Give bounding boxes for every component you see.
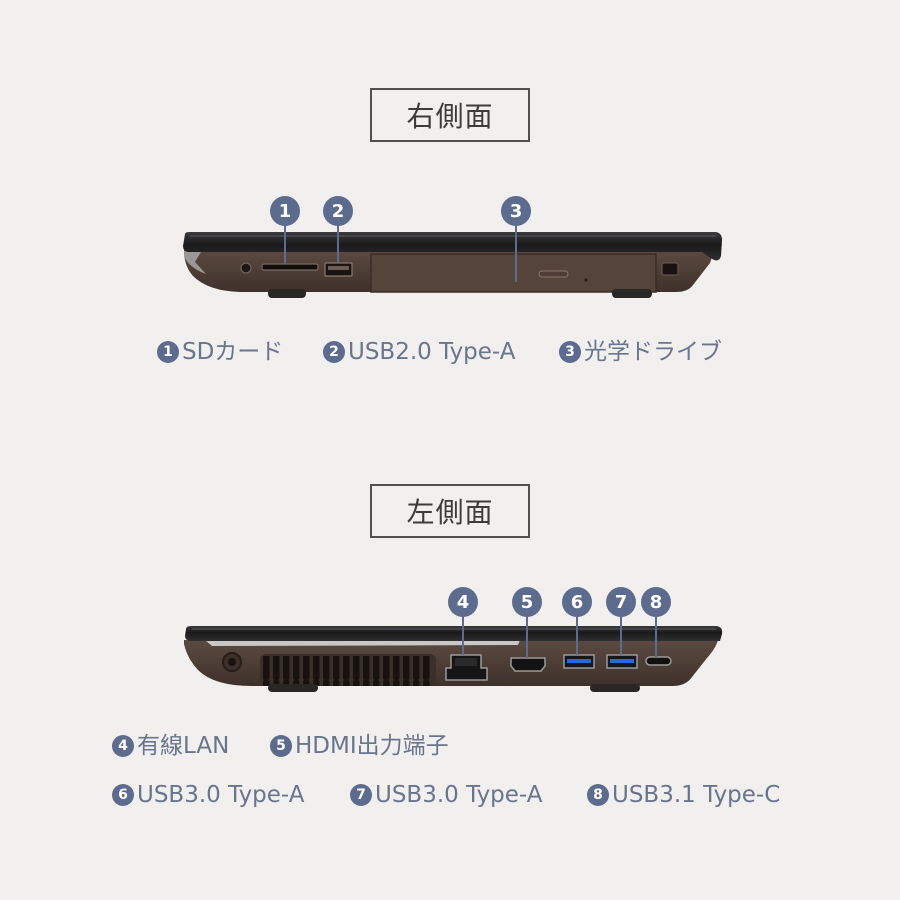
caption-badge: 3 <box>559 341 581 363</box>
laptop-right-side <box>183 224 722 298</box>
laptop-lid <box>183 232 722 261</box>
sd-card-slot <box>261 263 319 271</box>
headphone-jack <box>240 262 252 274</box>
hinge-strip <box>200 249 700 252</box>
eject-button <box>538 270 569 278</box>
callout-number-6: 6 <box>562 587 592 617</box>
caption-port-1: 1 SDカード <box>157 336 283 368</box>
caption-label: USB3.0 Type-A <box>375 782 543 808</box>
foot-right <box>612 289 652 298</box>
caption-badge: 1 <box>157 341 179 363</box>
caption-badge: 7 <box>350 784 372 806</box>
caption-port-3: 3 光学ドライブ <box>559 336 722 368</box>
caption-label: USB3.0 Type-A <box>137 782 305 808</box>
caption-badge: 5 <box>270 735 292 757</box>
usb-c-port <box>645 656 672 666</box>
caption-port-7: 7 USB3.0 Type-A <box>350 779 542 811</box>
foot-left <box>268 289 306 298</box>
caption-badge: 8 <box>587 784 609 806</box>
hinge-highlight <box>205 640 520 646</box>
lan-port <box>445 654 488 681</box>
callout-number-1: 1 <box>270 196 300 226</box>
caption-label: 有線LAN <box>137 733 230 759</box>
caption-label: HDMI出力端子 <box>295 733 449 759</box>
caption-label: USB2.0 Type-A <box>348 339 516 365</box>
laptop-left-side <box>184 615 723 692</box>
optical-drive <box>370 253 657 293</box>
callout-number-5: 5 <box>512 587 542 617</box>
callout-number-3: 3 <box>501 196 531 226</box>
left-side-title: 左側面 <box>370 484 530 538</box>
drive-led <box>584 278 588 282</box>
hdmi-port <box>510 657 546 672</box>
caption-port-6: 6 USB3.0 Type-A <box>112 779 304 811</box>
laptop-body <box>184 640 718 686</box>
callout-number-7: 7 <box>606 587 636 617</box>
usb3-port-b <box>606 654 638 669</box>
caption-badge: 6 <box>112 784 134 806</box>
callout-number-2: 2 <box>323 196 353 226</box>
air-vent <box>260 654 436 686</box>
caption-label: 光学ドライブ <box>584 339 722 365</box>
usb2-port <box>324 262 353 277</box>
caption-port-4: 4 有線LAN <box>112 730 229 762</box>
foot-left <box>268 684 318 692</box>
foot-right <box>590 684 640 692</box>
callout-number-8: 8 <box>641 587 671 617</box>
usb3-port-a <box>563 654 595 669</box>
right-side-title: 右側面 <box>370 88 530 142</box>
power-jack <box>222 652 242 672</box>
laptop-body <box>184 250 712 292</box>
security-lock-slot <box>661 262 679 276</box>
hinge-edge <box>184 251 206 274</box>
laptop-lid <box>185 626 723 641</box>
caption-port-5: 5 HDMI出力端子 <box>270 730 449 762</box>
caption-port-8: 8 USB3.1 Type-C <box>587 779 780 811</box>
caption-label: SDカード <box>182 339 284 365</box>
caption-label: USB3.1 Type-C <box>612 782 781 808</box>
caption-port-2: 2 USB2.0 Type-A <box>323 336 515 368</box>
caption-badge: 2 <box>323 341 345 363</box>
callout-number-4: 4 <box>448 587 478 617</box>
caption-badge: 4 <box>112 735 134 757</box>
